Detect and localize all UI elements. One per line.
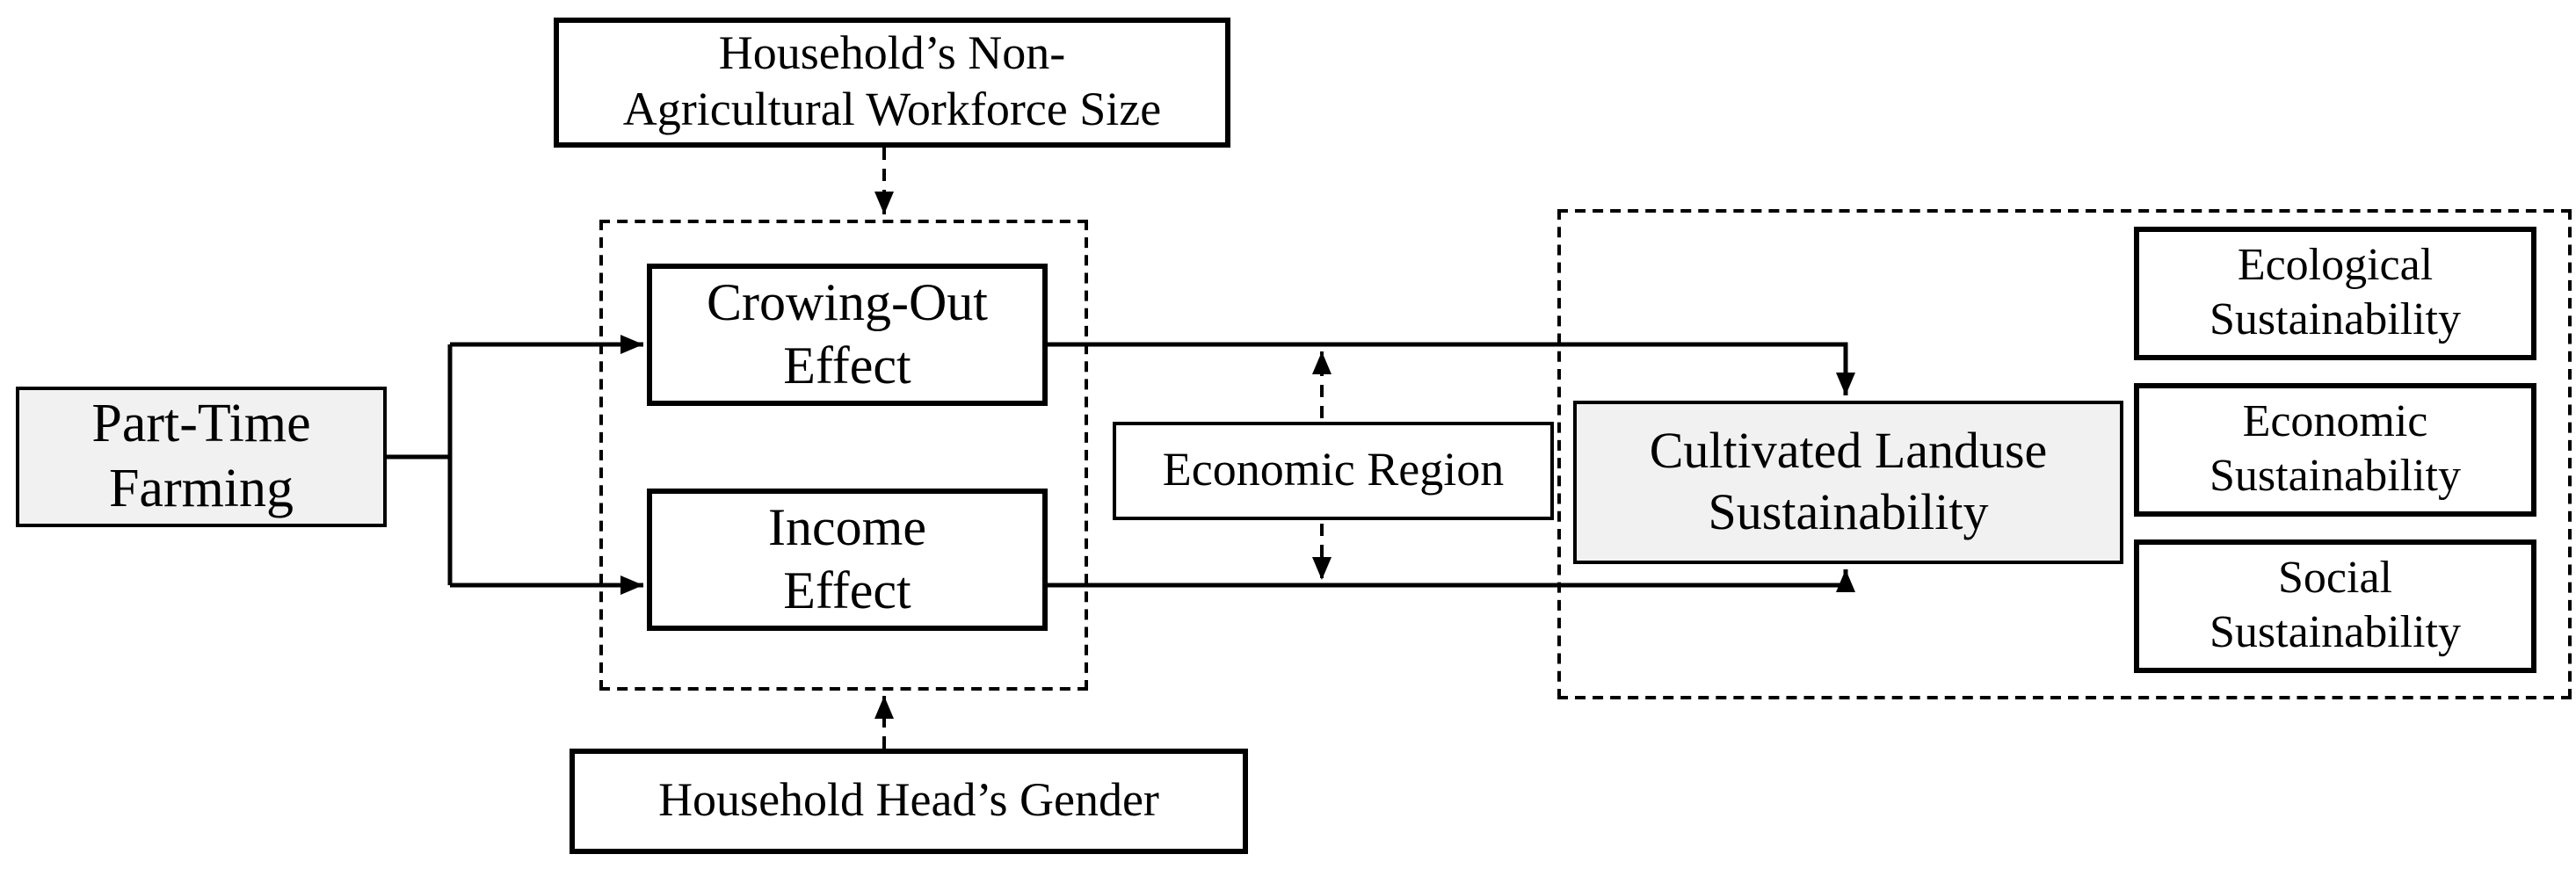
node-label-line: Farming [108, 457, 294, 518]
arrow-crowding-out-to-cultivated [1048, 342, 1855, 395]
node-ecological-sustainability: Ecological Sustainability [2134, 227, 2536, 360]
node-label-line: Income [768, 499, 926, 558]
arrow-income-to-cultivated [1048, 569, 1855, 592]
node-economic-sustainability: Economic Sustainability [2134, 383, 2536, 517]
node-social-sustainability: Social Sustainability [2134, 539, 2536, 673]
node-label-line: Household Head’s Gender [658, 773, 1159, 827]
sustainability-outcome-container [1557, 209, 2572, 699]
node-label-line: Sustainability [2210, 293, 2461, 344]
node-cultivated-landuse-sustainability: Cultivated Landuse Sustainability [1573, 401, 2123, 564]
node-label-line: Household’s Non- [718, 26, 1066, 80]
mediator-effects-container [599, 220, 1088, 691]
node-label-line: Agricultural Workforce Size [622, 83, 1162, 135]
node-household-workforce-size: Household’s Non- Agricultural Workforce … [554, 18, 1230, 148]
node-crowding-out-effect: Crowing-Out Effect [647, 264, 1048, 406]
node-economic-region: Economic Region [1113, 422, 1554, 520]
node-label-line: Cultivated Landuse [1649, 424, 2048, 481]
node-part-time-farming: Part-Time Farming [16, 387, 387, 527]
node-label-line: Economic Region [1162, 443, 1505, 496]
node-label-line: Economic [2242, 395, 2428, 447]
node-label-line: Effect [783, 337, 911, 395]
node-label-line: Sustainability [2210, 606, 2461, 657]
node-label-line: Sustainability [2210, 450, 2461, 501]
node-label-line: Part-Time [91, 392, 311, 454]
node-label-line: Ecological [2237, 239, 2434, 291]
node-label-line: Sustainability [1708, 484, 1989, 540]
node-household-head-gender: Household Head’s Gender [570, 749, 1248, 854]
node-income-effect: Income Effect [647, 489, 1048, 631]
node-label-line: Social [2278, 552, 2392, 604]
node-label-line: Effect [783, 561, 911, 619]
node-label-line: Crowing-Out [707, 274, 988, 333]
connector-parttime-fork [387, 344, 453, 585]
